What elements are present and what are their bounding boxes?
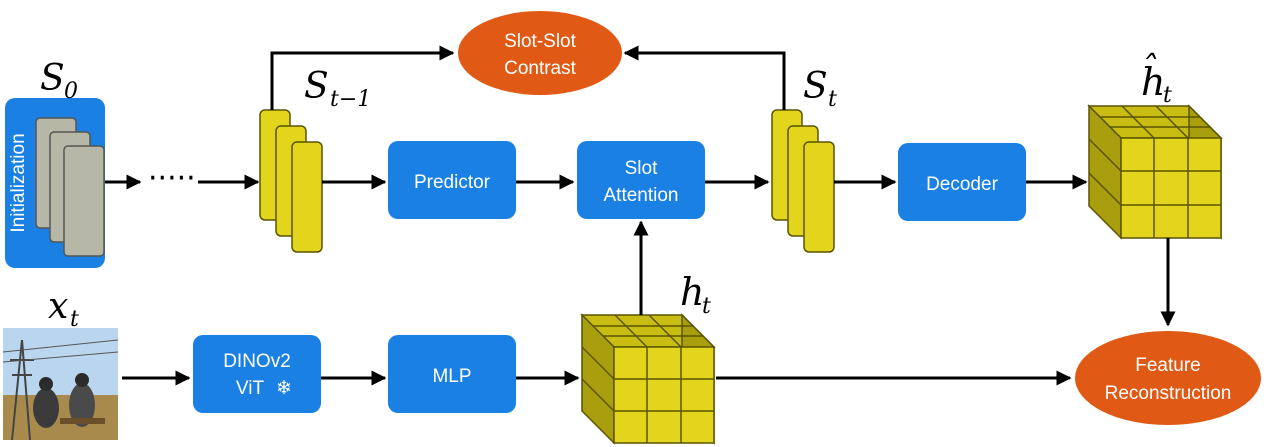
s-t-base: S bbox=[803, 66, 828, 107]
edge-slots-to-contrast bbox=[623, 45, 786, 110]
x-t-label: x t bbox=[48, 286, 79, 332]
mlp-label: MLP bbox=[432, 366, 471, 387]
s-prev-base: S bbox=[304, 66, 329, 107]
edge-slots-prev-to-contrast bbox=[270, 45, 455, 110]
predictor-label: Predictor bbox=[414, 172, 491, 193]
h-hat-sub: t bbox=[1163, 83, 1172, 108]
s-t-sub: t bbox=[828, 87, 837, 112]
s-prev-sub: t−1 bbox=[330, 87, 371, 112]
slot-contrast-label-line1: Slot-Slot bbox=[504, 31, 577, 52]
feature-recon-label-line2: Reconstruction bbox=[1105, 383, 1232, 404]
dinov2-label-line2: ViT bbox=[236, 378, 265, 399]
s0-label: S 0 bbox=[40, 58, 78, 104]
predictor-box: Predictor bbox=[388, 141, 516, 219]
h-hat-base: h bbox=[1141, 60, 1165, 104]
x-t-sub: t bbox=[70, 307, 79, 332]
decoder-label: Decoder bbox=[926, 174, 998, 195]
feature-reconstruction-ellipse: Feature Reconstruction bbox=[1075, 331, 1261, 425]
h-t-label: h t bbox=[680, 270, 711, 319]
photo-icon bbox=[2, 328, 119, 441]
s-t-label: S t bbox=[803, 66, 837, 112]
initialization-block: Initialization bbox=[5, 98, 105, 268]
h-hat-accent: ˆ bbox=[1140, 49, 1157, 89]
h-t-base: h bbox=[680, 270, 704, 314]
h-t-sub: t bbox=[702, 294, 711, 319]
s-prev-label: S t−1 bbox=[304, 66, 371, 112]
slot-attention-label-line1: Slot bbox=[625, 158, 658, 179]
slots-prev-stack bbox=[259, 109, 323, 253]
slot-attention-box: Slot Attention bbox=[577, 141, 705, 219]
slot-contrast-ellipse: Slot-Slot Contrast bbox=[458, 11, 622, 95]
mlp-box: MLP bbox=[388, 335, 516, 413]
feature-recon-label-line1: Feature bbox=[1135, 355, 1200, 376]
decoder-box: Decoder bbox=[898, 143, 1026, 221]
initialization-label: Initialization bbox=[8, 133, 29, 232]
slot-attention-label-line2: Attention bbox=[604, 185, 679, 206]
ellipsis: ····· bbox=[148, 161, 196, 196]
reconstructed-features-cube bbox=[1087, 104, 1223, 240]
features-cube bbox=[580, 313, 716, 445]
s0-sub: 0 bbox=[64, 79, 78, 104]
dinov2-box: DINOv2 ViT ❄ bbox=[193, 335, 321, 413]
x-t-base: x bbox=[48, 286, 68, 327]
s0-base: S bbox=[40, 58, 65, 99]
snowflake-icon: ❄ bbox=[276, 378, 292, 399]
dinov2-label-line1: DINOv2 bbox=[223, 351, 291, 372]
h-hat-label: h ˆ t bbox=[1140, 49, 1172, 108]
slots-current-stack bbox=[771, 109, 835, 253]
slot-contrast-label-line2: Contrast bbox=[504, 58, 577, 79]
